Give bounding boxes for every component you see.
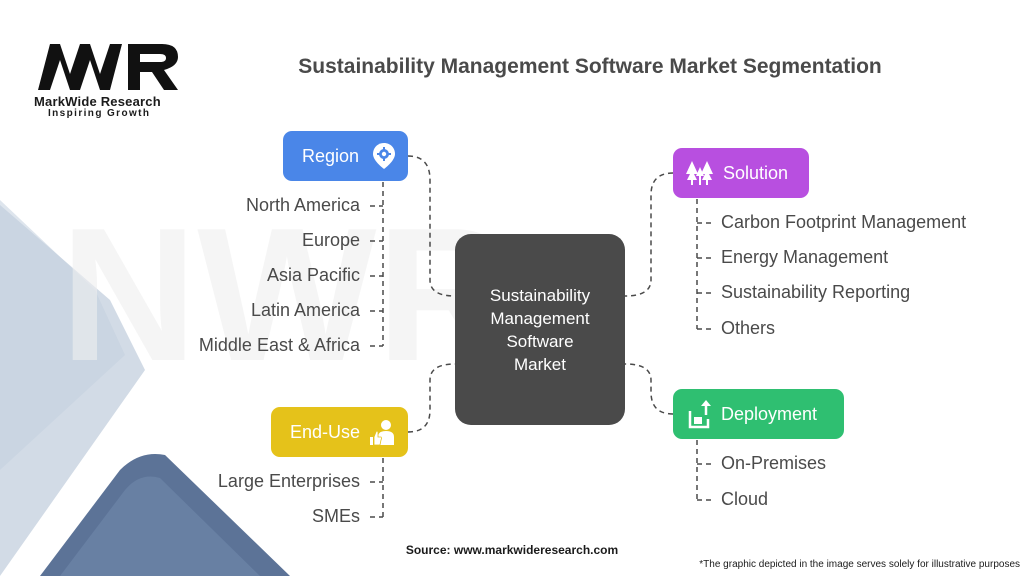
markwide-logo [38, 44, 178, 90]
svg-text:NWR: NWR [60, 189, 514, 401]
trees-icon [685, 158, 715, 188]
region-item: North America [245, 195, 360, 215]
solution-label: Solution [723, 162, 789, 183]
disclaimer-text: *The graphic depicted in the image serve… [699, 559, 1020, 570]
solution-item: Energy Management [721, 247, 889, 267]
deployment-item: Cloud [721, 489, 769, 509]
center-label-line: Market [514, 354, 566, 374]
end-use-category: End-Use [271, 407, 408, 457]
solution-item: Others [721, 318, 776, 338]
solution-item: Carbon Footprint Management [721, 212, 967, 232]
region-item: Latin America [250, 300, 360, 320]
source-text: Source: www.markwideresearch.com [405, 543, 619, 557]
region-item: Middle East & Africa [198, 335, 360, 355]
region-item: Asia Pacific [266, 265, 360, 285]
center-label-line: Management [490, 308, 590, 328]
end-use-label: End-Use [290, 421, 361, 442]
solution-item: Sustainability Reporting [721, 282, 911, 302]
center-label: Sustainability Management Software Marke… [465, 284, 615, 376]
brand-name: MarkWide Research [34, 94, 161, 109]
solution-category: Solution [673, 148, 809, 198]
deployment-label: Deployment [721, 403, 818, 424]
region-label: Region [302, 145, 360, 166]
center-label-line: Sustainability [489, 285, 591, 305]
user-thumbs-up-icon [368, 417, 398, 447]
deployment-category: Deployment [673, 389, 844, 439]
center-label-line: Software [506, 331, 574, 351]
region-item: Europe [301, 230, 360, 250]
deployment-item: On-Premises [721, 453, 827, 473]
page-title: Sustainability Management Software Marke… [298, 55, 882, 78]
region-category: Region [283, 131, 408, 181]
center-node: Sustainability Management Software Marke… [455, 234, 625, 425]
end-use-item: Large Enterprises [217, 471, 360, 491]
location-gear-icon [371, 142, 397, 170]
upload-box-icon [687, 399, 713, 429]
brand-tagline: Inspiring Growth [48, 108, 151, 119]
end-use-item: SMEs [311, 506, 360, 526]
